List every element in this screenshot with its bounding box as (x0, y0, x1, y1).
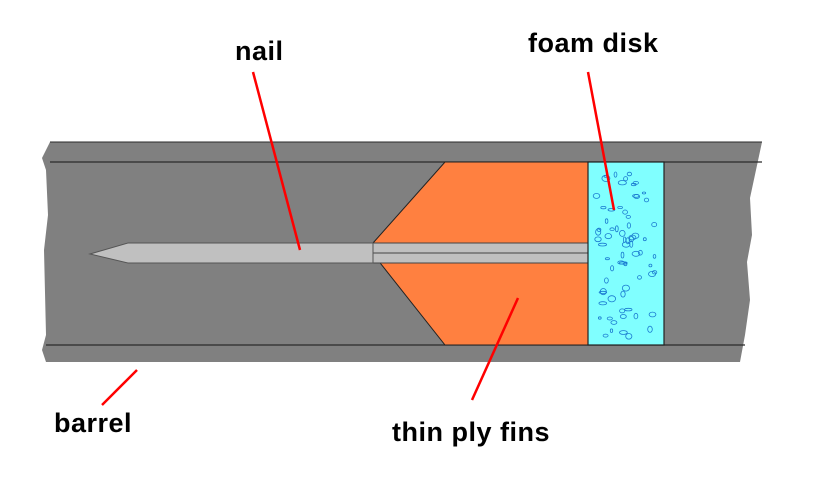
foam-bubble (638, 249, 643, 256)
foam-bubble (617, 180, 627, 186)
foam-bubble (607, 295, 616, 303)
fins-leader-line (470, 297, 520, 401)
foam-bubble (631, 232, 640, 239)
foam-bubble (592, 192, 601, 199)
foam-disk-leader-line (586, 71, 616, 211)
foam-bubble (648, 263, 653, 268)
foam-bubble (619, 229, 626, 237)
foam-bubble (622, 209, 628, 215)
foam-bubble (652, 254, 657, 259)
foam-bubble (599, 288, 607, 296)
foam-bubble (610, 320, 618, 325)
foam-bubble (620, 290, 626, 298)
foam-bubble (606, 316, 613, 321)
foam-bubble (610, 265, 615, 272)
foam-bubble (651, 222, 658, 228)
foam-bubble (633, 312, 639, 320)
foam-bubble (626, 222, 632, 229)
nail-leader-line (251, 71, 302, 251)
foam-bubble (604, 233, 612, 240)
foam-bubble (609, 328, 614, 333)
foam-bubble (595, 228, 602, 236)
foam-bubble (631, 250, 641, 257)
foam-bubble (624, 307, 633, 312)
foam-bubble (620, 251, 625, 259)
nail (88, 242, 374, 264)
foam-bubble (621, 284, 630, 292)
foam-bubble (614, 225, 619, 233)
foam-bubble (604, 218, 609, 224)
foam-bubble (609, 227, 615, 232)
foam-bubble (625, 333, 633, 340)
foam-bubble (619, 308, 626, 314)
foam-bubble (641, 191, 647, 195)
barrel-leader-line (101, 369, 138, 406)
foam-bubble (596, 227, 602, 232)
foam-bubble (602, 333, 609, 338)
foam-bubble (597, 316, 602, 320)
foam-bubble (604, 257, 610, 261)
foam-bubble (642, 237, 647, 242)
foam-bubble (604, 277, 609, 284)
foam-bubble (637, 275, 642, 280)
foam-bubble (630, 182, 637, 187)
foam-bubble (594, 236, 602, 243)
foam-bubble (598, 242, 608, 247)
foam-bubble (628, 234, 637, 241)
foam-bubble (648, 311, 657, 318)
foam-bubble (647, 325, 653, 333)
foam-bubble (613, 171, 618, 178)
foam-bubble (598, 301, 608, 306)
foam-bubble (600, 206, 607, 210)
barrel-label: barrel (54, 408, 132, 438)
thin-ply-fins-label: thin ply fins (392, 417, 550, 447)
foam-bubble (619, 330, 628, 335)
foam-bubble (632, 194, 640, 198)
foam-bubble (598, 290, 608, 294)
foam-disk-label: foam disk (528, 28, 659, 58)
foam-bubble (618, 261, 628, 265)
foam-bubble (626, 171, 633, 177)
foam-bubble (643, 197, 650, 203)
foam-bubble (625, 214, 631, 219)
nail-label: nail (235, 36, 284, 66)
foam-disk (587, 161, 665, 346)
foam-bubble (625, 237, 630, 245)
foam-bubble (621, 241, 631, 248)
foam-bubble (651, 270, 658, 275)
foam-bubble (619, 314, 627, 319)
foam-bubble (617, 205, 623, 209)
